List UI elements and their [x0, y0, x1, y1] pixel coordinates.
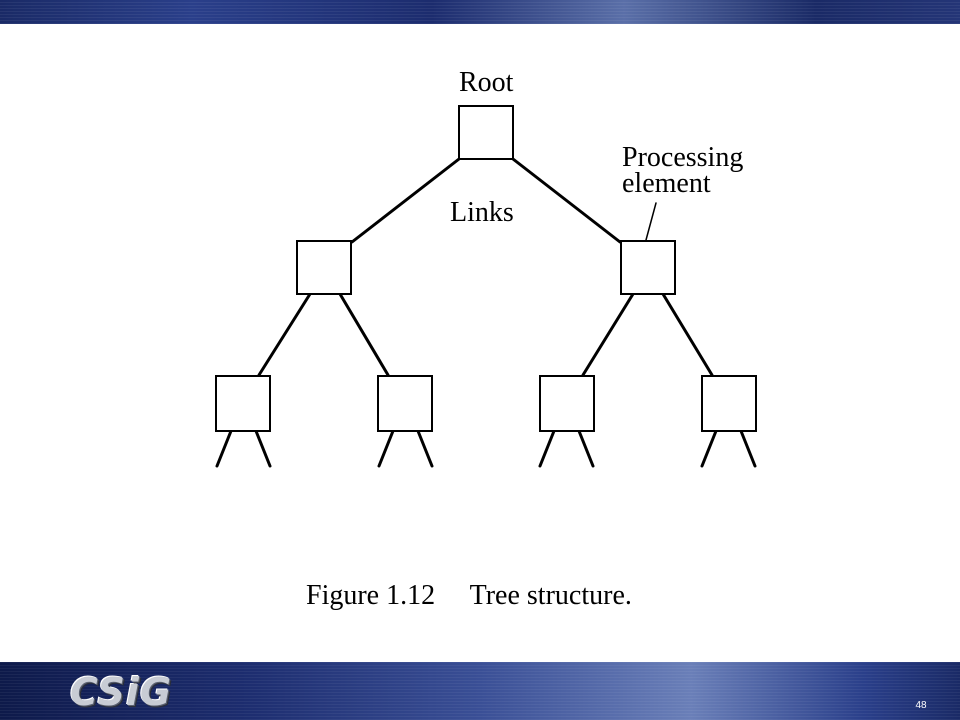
- root-node: [458, 105, 514, 160]
- stub-link: [739, 429, 757, 468]
- leaf-node-1: [215, 375, 271, 432]
- links-label: Links: [450, 197, 514, 228]
- stub-link: [377, 429, 395, 468]
- processing-element-label-line2: element: [622, 168, 711, 199]
- link-left-leaf2: [338, 292, 390, 377]
- figure-caption: Figure 1.12 Tree structure.: [306, 580, 632, 612]
- tree-node-left: [296, 240, 352, 295]
- figure-number: Figure 1.12: [306, 580, 436, 611]
- stub-link: [254, 429, 272, 468]
- link-root-left: [350, 157, 461, 244]
- stub-link: [577, 429, 595, 468]
- link-root-right: [511, 157, 622, 244]
- figure-title: Tree structure.: [469, 580, 632, 611]
- pe-pointer-line: [645, 202, 657, 241]
- top-banner: [0, 0, 960, 24]
- bottom-banner: [0, 662, 960, 720]
- stub-link: [538, 429, 556, 468]
- csig-logo: CSiG: [70, 670, 173, 714]
- link-left-leaf1: [257, 292, 312, 377]
- page-number: 48: [915, 700, 927, 711]
- leaf-node-2: [377, 375, 433, 432]
- link-right-leaf4: [661, 292, 714, 377]
- root-label: Root: [459, 67, 514, 98]
- link-right-leaf3: [581, 292, 635, 377]
- stub-link: [700, 429, 718, 468]
- processing-element-label-line1: Processing: [622, 142, 743, 173]
- leaf-node-4: [701, 375, 757, 432]
- stub-link: [215, 429, 233, 468]
- tree-node-right: [620, 240, 676, 295]
- stub-link: [416, 429, 434, 468]
- leaf-node-3: [539, 375, 595, 432]
